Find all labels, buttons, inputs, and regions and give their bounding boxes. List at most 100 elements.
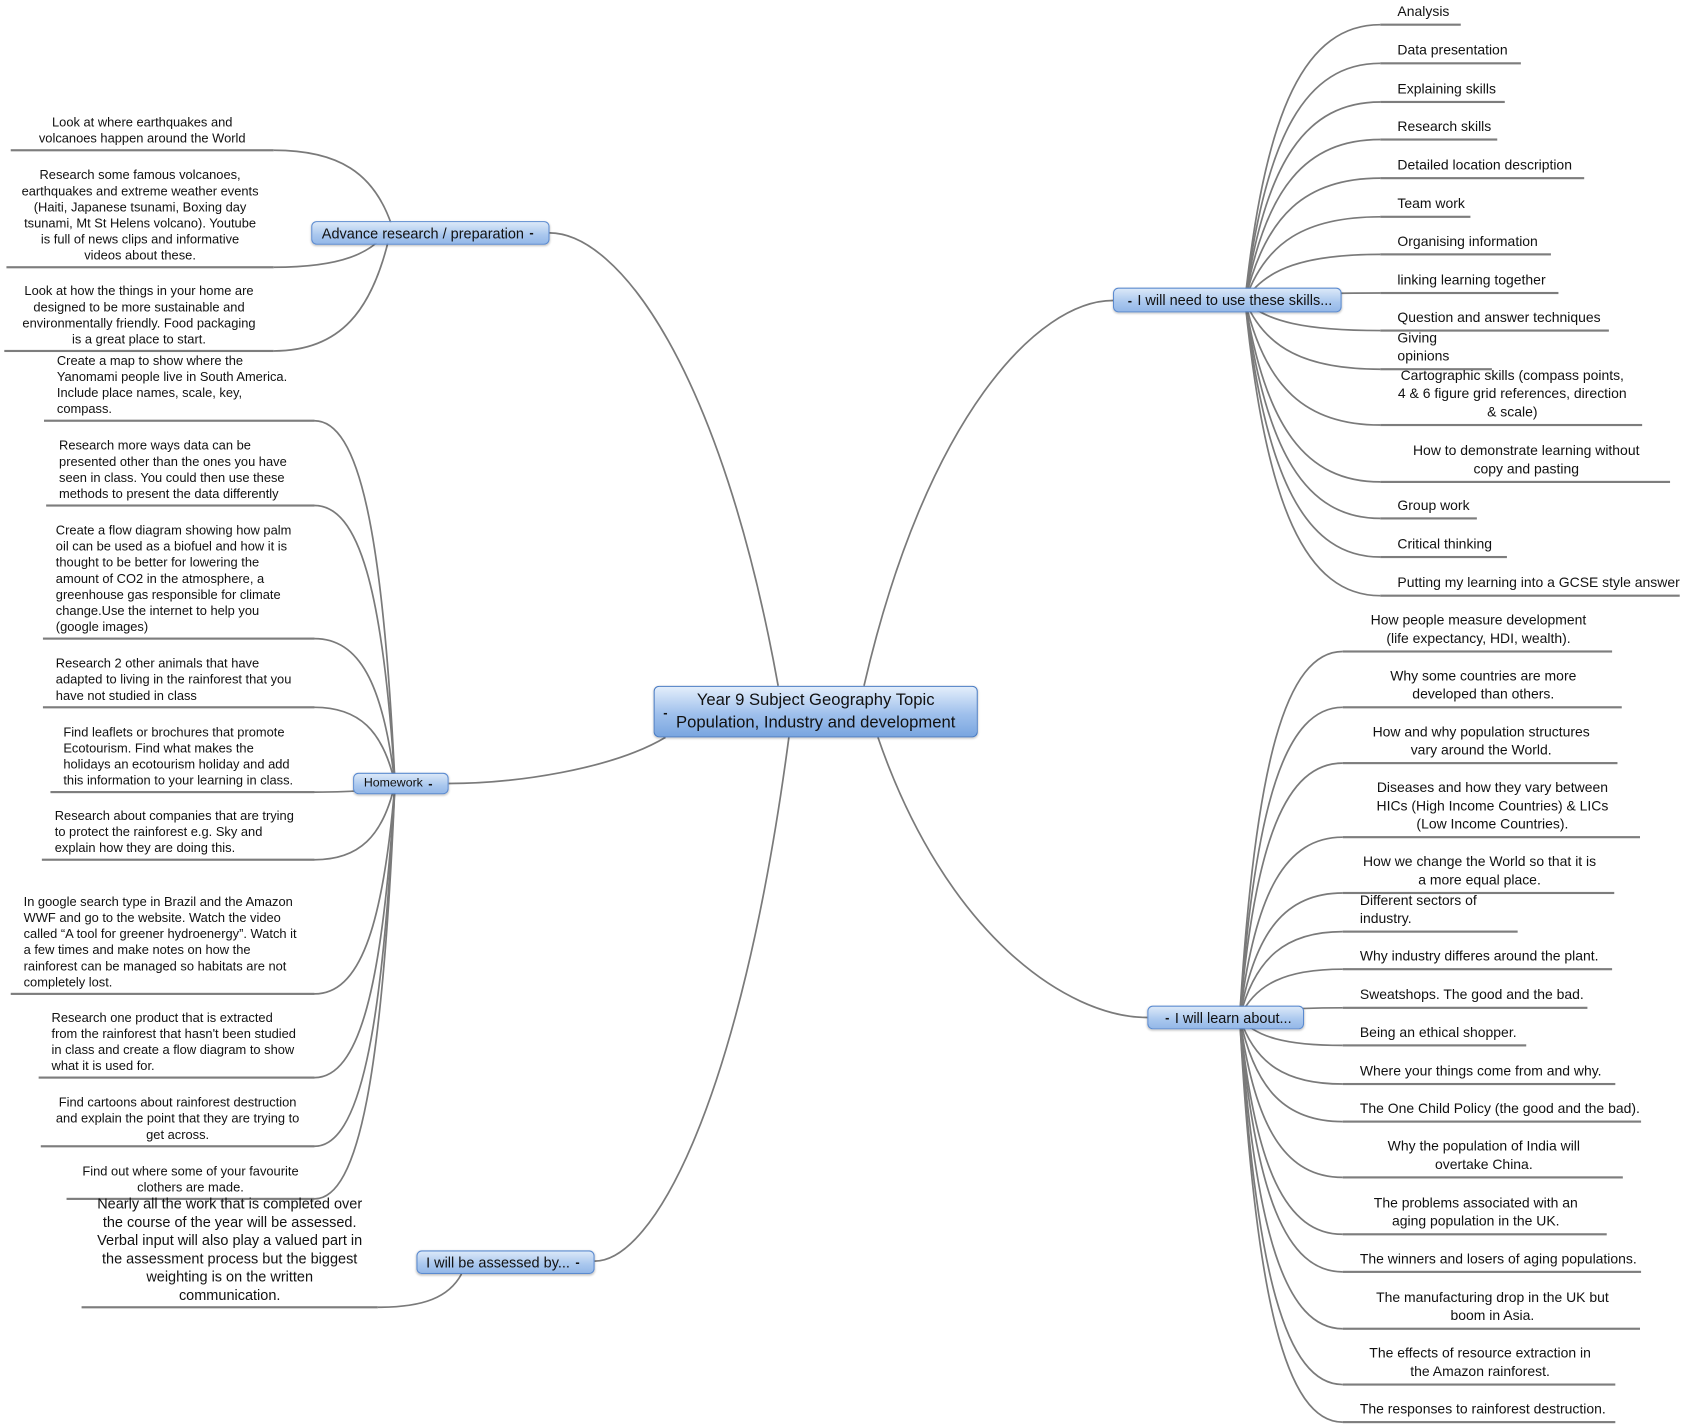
learn-item[interactable]: Being an ethical shopper. — [1342, 1023, 1527, 1047]
learn-branch-label: I will learn about... — [1174, 1009, 1292, 1026]
learn-leaf-connector — [1238, 762, 1343, 1018]
homework-item[interactable]: Research one product that is extracted f… — [38, 1010, 315, 1079]
collapse-toggle-icon[interactable]: - — [1127, 292, 1133, 308]
learn-item[interactable]: The responses to rainforest destruction. — [1342, 1400, 1616, 1424]
homework-item[interactable]: Research about companies that are trying… — [41, 808, 315, 861]
skills-leaf-connector — [1244, 300, 1381, 483]
skills-item[interactable]: Group work — [1380, 496, 1477, 520]
skills-leaf-connector — [1244, 62, 1381, 301]
homework-leaf-connector — [314, 637, 396, 784]
skills-item[interactable]: linking learning together — [1380, 270, 1559, 295]
learn-item[interactable]: How we change the World so that it is a … — [1342, 852, 1615, 895]
learn-leaf-connector — [1238, 1017, 1343, 1330]
homework-item[interactable]: Research more ways data can be presented… — [46, 438, 315, 507]
main-connector — [549, 232, 779, 686]
learn-leaf-connector — [1238, 1017, 1343, 1423]
learn-leaf-connector — [1238, 1017, 1343, 1236]
skills-leaf-connector — [1244, 215, 1381, 301]
homework-item[interactable]: In google search type in Brazil and the … — [10, 894, 315, 995]
homework-leaf-connector — [314, 419, 396, 784]
homework-leaf-connector — [314, 783, 396, 861]
skills-item[interactable]: Question and answer techniques — [1380, 308, 1609, 332]
advance-item[interactable]: Look at where earthquakes and volcanoes … — [10, 115, 274, 152]
assessed-branch-label: I will be assessed by... — [426, 1254, 570, 1271]
homework-leaf-connector — [314, 783, 396, 995]
skills-item[interactable]: Cartographic skills (compass points, 4 &… — [1380, 366, 1643, 427]
central-topic-line1: Year 9 Subject Geography Topic — [696, 691, 935, 710]
learn-item[interactable]: The problems associated with an aging po… — [1342, 1194, 1607, 1236]
skills-leaf-connector — [1244, 300, 1381, 426]
homework-branch-node[interactable]: Homework- — [353, 772, 449, 795]
collapse-toggle-icon[interactable]: - — [428, 775, 433, 792]
learn-leaf-connector — [1238, 892, 1343, 1018]
skills-item[interactable]: Detailed location description — [1380, 156, 1585, 180]
skills-leaf-connector — [1244, 300, 1381, 597]
learn-item[interactable]: The winners and losers of aging populati… — [1342, 1249, 1642, 1273]
learn-item[interactable]: Where your things come from and why. — [1342, 1061, 1616, 1086]
homework-leaf-connector — [314, 504, 396, 784]
homework-item[interactable]: Find leaflets or brochures that promote … — [50, 724, 315, 794]
main-connector — [877, 737, 1148, 1019]
skills-item[interactable]: Data presentation — [1380, 41, 1521, 65]
skills-item[interactable]: Organising information — [1380, 232, 1551, 256]
central-topic[interactable]: - Year 9 Subject Geography Topic Populat… — [653, 685, 978, 738]
skills-branch-node[interactable]: -I will need to use these skills... — [1113, 287, 1342, 313]
skills-item[interactable]: Research skills — [1380, 117, 1498, 141]
assessed-branch-node[interactable]: I will be assessed by...- — [416, 1250, 595, 1275]
collapse-toggle-icon[interactable]: - — [529, 225, 534, 241]
skills-item[interactable]: How to demonstrate learning without copy… — [1380, 441, 1671, 483]
learn-item[interactable]: Why industry differes around the plant. — [1342, 947, 1613, 971]
learn-leaf-connector — [1238, 1017, 1343, 1123]
skills-leaf-connector — [1244, 101, 1381, 301]
homework-leaf-connector — [314, 783, 396, 1148]
learn-leaf-connector — [1238, 1017, 1343, 1273]
learn-item[interactable]: Sweatshops. The good and the bad. — [1342, 985, 1588, 1009]
skills-item[interactable]: Explaining skills — [1380, 79, 1505, 104]
homework-item[interactable]: Create a map to show where the Yanomami … — [44, 353, 315, 422]
learn-item[interactable]: The manufacturing drop in the UK but boo… — [1342, 1288, 1641, 1330]
collapse-toggle-icon[interactable]: - — [663, 705, 668, 721]
assessed-item[interactable]: Nearly all the work that is completed ov… — [81, 1195, 378, 1309]
learn-leaf-connector — [1238, 930, 1343, 1018]
homework-item[interactable]: Create a flow diagram showing how palm o… — [42, 523, 315, 640]
skills-leaf-connector — [1244, 23, 1381, 301]
advance-leaf-connector — [273, 149, 393, 226]
learn-leaf-connector — [1238, 836, 1343, 1018]
skills-leaf-connector — [1244, 300, 1381, 520]
learn-item[interactable]: Diseases and how they vary between HICs … — [1342, 778, 1641, 839]
skills-leaf-connector — [1244, 138, 1381, 301]
collapse-toggle-icon[interactable]: - — [575, 1254, 580, 1270]
learn-item[interactable]: How people measure development (life exp… — [1342, 611, 1613, 653]
learn-item[interactable]: The effects of resource extraction in th… — [1342, 1344, 1616, 1386]
assessed-leaf-connector — [377, 1273, 463, 1309]
collapse-toggle-icon[interactable]: - — [1165, 1009, 1170, 1026]
skills-item[interactable]: Critical thinking — [1380, 535, 1507, 559]
skills-item[interactable]: Giving opinions — [1380, 328, 1492, 371]
homework-leaf-connector — [314, 783, 396, 1200]
homework-item[interactable]: Find out where some of your favourite cl… — [66, 1163, 315, 1200]
skills-leaf-connector — [1244, 300, 1381, 558]
learn-leaf-connector — [1238, 1017, 1343, 1179]
learn-item[interactable]: The One Child Policy (the good and the b… — [1342, 1099, 1642, 1123]
advance-branch-node[interactable]: Advance research / preparation- — [311, 221, 550, 245]
skills-item[interactable]: Putting my learning into a GCSE style an… — [1380, 573, 1680, 597]
skills-leaf-connector — [1244, 177, 1381, 301]
learn-item[interactable]: Why some countries are more developed th… — [1342, 667, 1622, 709]
advance-leaf-connector — [273, 225, 393, 352]
learn-item[interactable]: Why the population of India will overtak… — [1342, 1137, 1623, 1179]
learn-leaf-connector — [1238, 706, 1343, 1018]
advance-item[interactable]: Look at how the things in your home are … — [4, 283, 274, 353]
skills-item[interactable]: Team work — [1380, 194, 1471, 218]
main-connector — [448, 736, 666, 785]
skills-item[interactable]: Analysis — [1380, 2, 1461, 26]
learn-branch-node[interactable]: -I will learn about... — [1147, 1005, 1305, 1030]
learn-item[interactable]: How and why population structures vary a… — [1342, 722, 1618, 765]
homework-branch-label: Homework — [363, 777, 423, 790]
central-topic-line2: Population, Industry and development — [676, 713, 956, 732]
homework-item[interactable]: Research 2 other animals that have adapt… — [42, 656, 315, 709]
advance-item[interactable]: Research some famous volcanoes, earthqua… — [6, 167, 274, 269]
homework-item[interactable]: Find cartoons about rainforest destructi… — [40, 1095, 315, 1148]
learn-item[interactable]: Different sectors of industry. — [1342, 891, 1518, 933]
